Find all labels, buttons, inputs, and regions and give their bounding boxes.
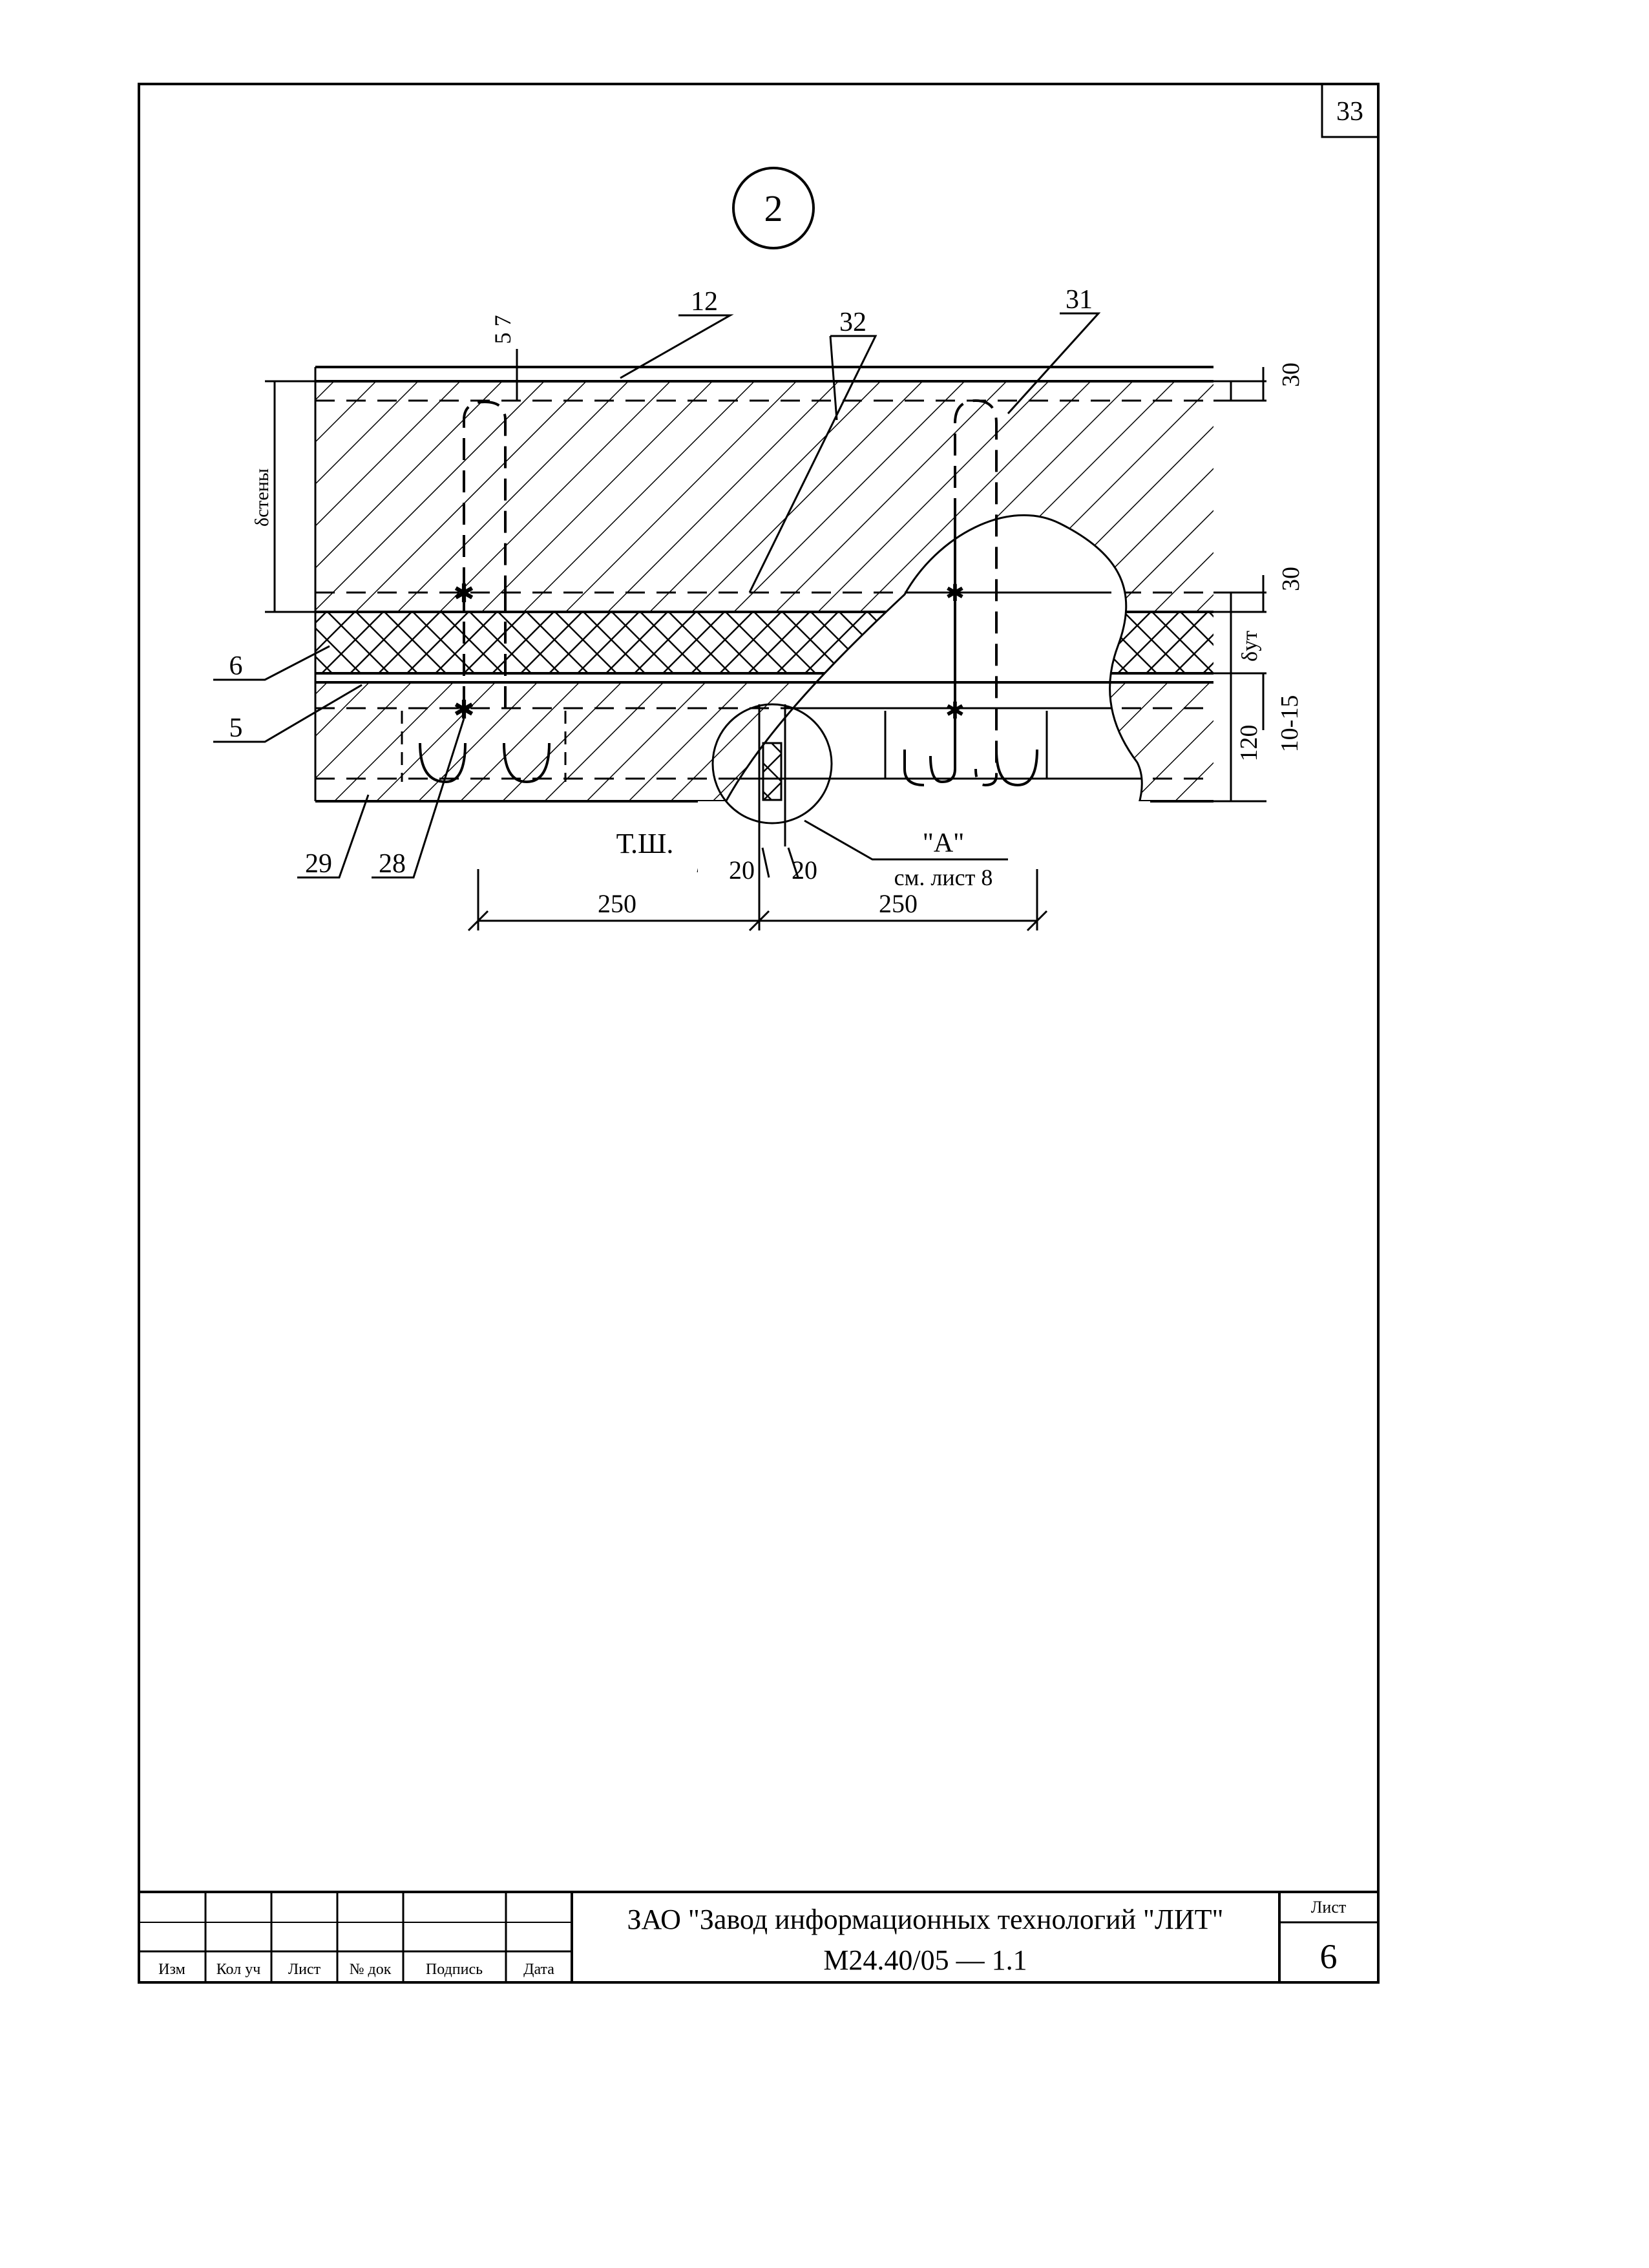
- tb-header-list: Лист: [288, 1961, 321, 1978]
- corner-box: [1321, 83, 1380, 138]
- left-tie-rods: [401, 400, 567, 784]
- svg-text:✱: ✱: [945, 580, 965, 606]
- dim-joint-left: 20: [729, 856, 755, 885]
- sheet-frame: [138, 83, 1380, 1984]
- tb-company: ЗАО "Завод информационных технологий "ЛИ…: [627, 1904, 1224, 1935]
- svg-text:✱: ✱: [453, 579, 475, 608]
- callout-leaders: [213, 312, 1101, 879]
- right-dimensions: [1213, 367, 1266, 803]
- tb-sheet-label: Лист: [1311, 1898, 1346, 1916]
- title-block: [139, 1891, 1378, 1982]
- detail-marker-circle: [732, 167, 815, 249]
- dim-right-top: 30: [1277, 362, 1305, 387]
- dim-span-right: 250: [879, 889, 918, 918]
- dim-right-inner: 120: [1235, 725, 1263, 762]
- dim-left-wall: δстены: [251, 468, 273, 527]
- dim-top-small: 5 7: [490, 315, 516, 344]
- tb-sheet-number: 6: [1320, 1937, 1338, 1976]
- svg-text:✱: ✱: [945, 698, 965, 724]
- tb-header-sign: Подпись: [426, 1961, 483, 1978]
- tb-header-kol: Кол уч: [216, 1961, 261, 1978]
- left-dimension: [265, 380, 315, 613]
- callout-6: 6: [229, 651, 243, 681]
- corner-number: 33: [1336, 97, 1363, 127]
- callout-31: 31: [1066, 285, 1093, 315]
- callout-29: 29: [305, 849, 332, 879]
- dim-right-insulation: δут: [1238, 631, 1262, 662]
- tb-header-date: Дата: [523, 1961, 554, 1978]
- right-tie-rods: [884, 399, 1048, 787]
- dim-span-left: 250: [598, 889, 636, 918]
- dim-right-mid: 30: [1277, 567, 1305, 591]
- tb-doc-code: М24.40/05 — 1.1: [823, 1944, 1027, 1976]
- label-tsh: Т.Ш.: [616, 828, 674, 859]
- callout-5: 5: [229, 713, 243, 743]
- callout-28: 28: [379, 849, 406, 879]
- joint-detail-a: [711, 703, 833, 846]
- detail-marker-number: 2: [764, 187, 783, 229]
- tb-header-doc: № док: [350, 1961, 392, 1978]
- label-ref-sheet: см. лист 8: [894, 865, 993, 890]
- dim-joint-right: 20: [792, 856, 817, 885]
- tb-header-izm: Изм: [158, 1961, 185, 1978]
- callout-32: 32: [839, 308, 867, 337]
- label-ref-a: "А": [923, 828, 965, 858]
- span-dimension-line: [467, 846, 1048, 932]
- callout-12: 12: [691, 287, 718, 317]
- dim-right-gap: 10-15: [1276, 695, 1303, 753]
